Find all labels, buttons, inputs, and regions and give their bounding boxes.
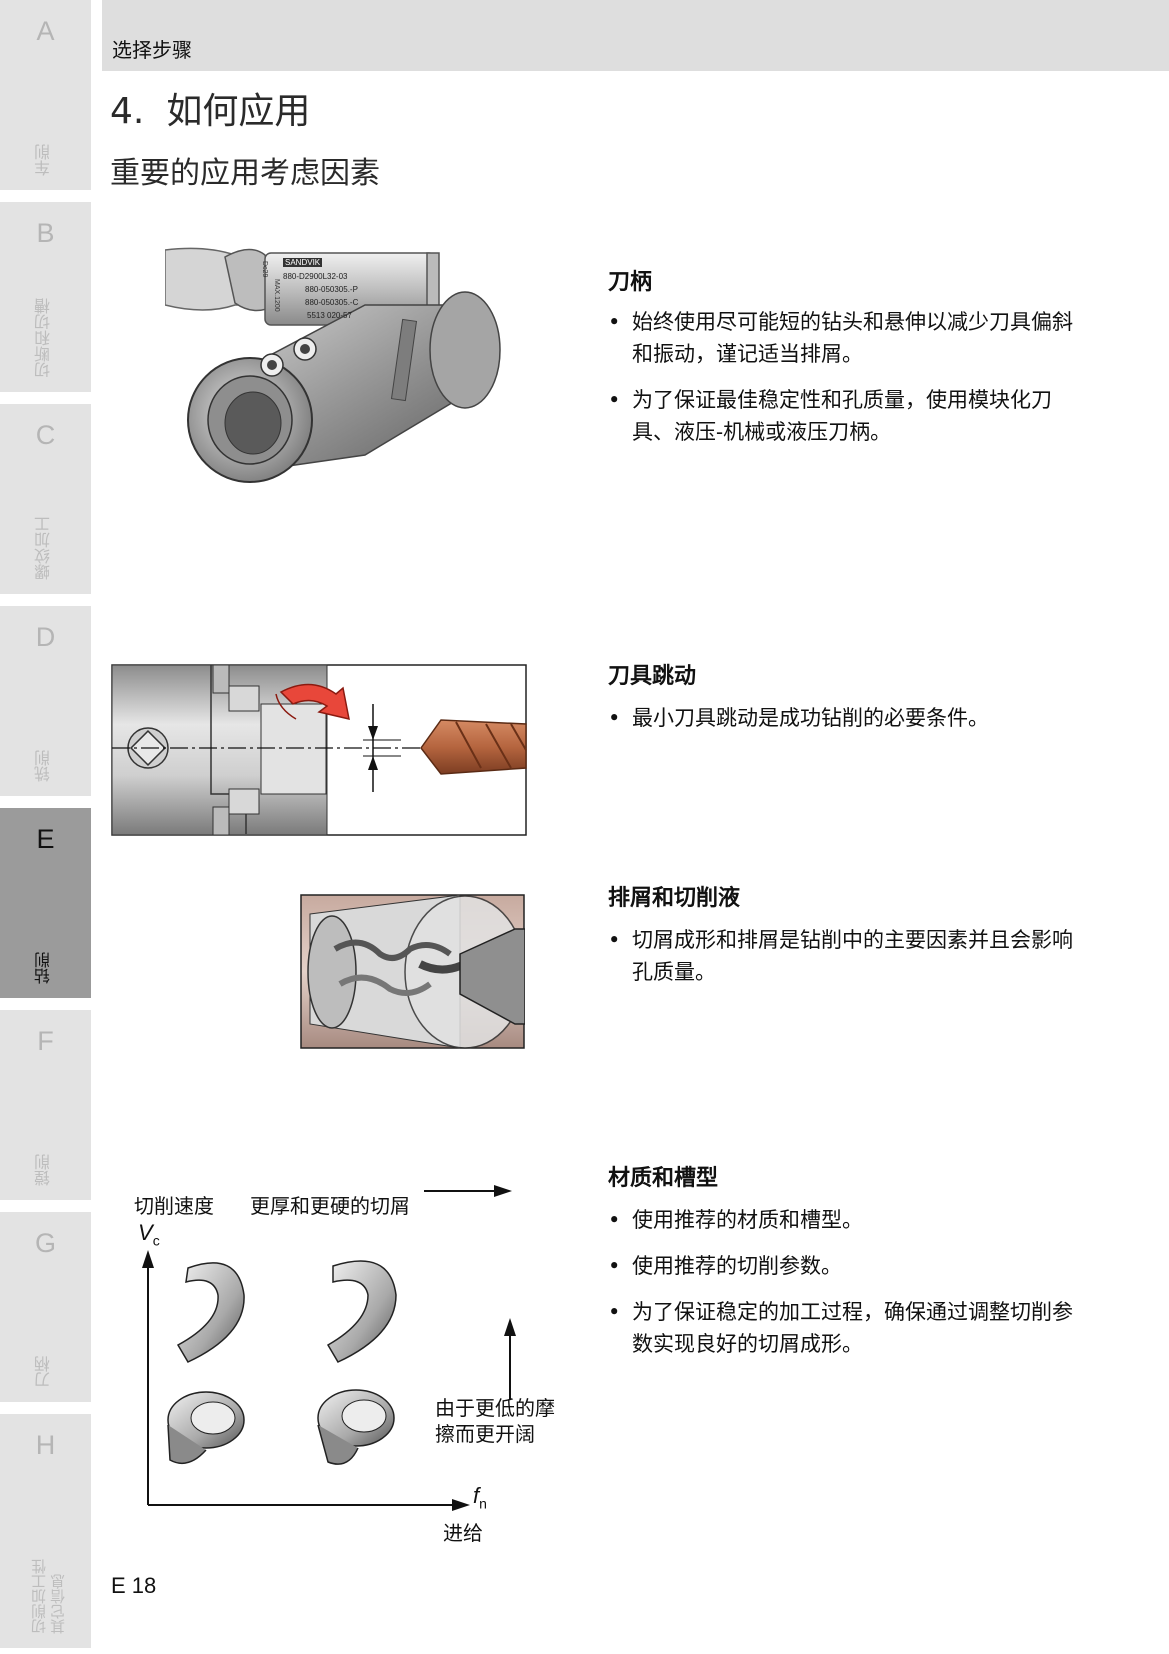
- label-cutting-speed: 切削速度: [134, 1194, 214, 1218]
- bullet-item: 切屑成形和排屑是钻削中的主要因素并且会影响孔质量。: [608, 924, 1078, 988]
- x-axis-symbol: fn: [473, 1483, 487, 1511]
- bullet-item: 使用推荐的材质和槽型。: [608, 1204, 1078, 1236]
- chapter-tab-letter: C: [35, 420, 56, 450]
- chapter-tab-a[interactable]: A 车削: [0, 0, 91, 196]
- chip-evacuation-illustration: [300, 894, 526, 1049]
- chapter-tab-name: 车削: [34, 144, 53, 176]
- chapter-tab-letter: A: [36, 16, 55, 46]
- section-number: 4.: [110, 91, 145, 132]
- bullet-item: 使用推荐的切削参数。: [608, 1250, 1078, 1282]
- chapter-tab-letter: G: [34, 1228, 56, 1258]
- page-number: E 18: [111, 1573, 157, 1598]
- shank-marking: 5513 020-57: [307, 311, 352, 320]
- brand-logo: SANDVIK: [283, 258, 323, 267]
- chip-evacuation-figure: [300, 894, 526, 1049]
- y-axis-label: V: [138, 1220, 153, 1245]
- chapter-tab-letter: F: [37, 1026, 54, 1056]
- runout-illustration: [111, 664, 527, 836]
- chip-shape-4: [317, 1389, 395, 1465]
- shank-marking: 880-D2900L32-03: [283, 272, 348, 281]
- block-heading-grade-geometry: 材质和槽型: [608, 1166, 719, 1191]
- bullet-list-chip-evacuation: 切屑成形和排屑是钻削中的主要因素并且会影响孔质量。: [608, 924, 1078, 1002]
- shank-marking: 880-050305.-P: [305, 285, 358, 294]
- bullet-item: 为了保证稳定的加工过程，确保通过调整切削参数实现良好的切屑成形。: [608, 1296, 1078, 1360]
- runout-figure: [111, 664, 527, 836]
- bullet-item: 最小刀具跳动是成功钻削的必要条件。: [608, 702, 1078, 734]
- tool-holder-illustration: [164, 247, 501, 483]
- chapter-tab-letter: B: [36, 218, 55, 248]
- chapter-tab-name: 螺纹加工: [34, 516, 53, 580]
- chapter-tab-h[interactable]: H 切削加工性 其它信息: [0, 1414, 91, 1654]
- chapter-tab-name: 钻削: [34, 952, 53, 984]
- chapter-tab-name: 刀柄: [34, 1356, 53, 1388]
- chapter-tab-letter: E: [36, 824, 55, 854]
- x-axis-subscript: n: [479, 1495, 487, 1512]
- chapter-tab-f[interactable]: F 镗削: [0, 1010, 91, 1206]
- chapter-tab-letter: H: [35, 1430, 56, 1460]
- chapter-tab-g[interactable]: G 刀柄: [0, 1212, 91, 1408]
- y-axis-subscript: c: [152, 1232, 160, 1249]
- section-title-text: 如何应用: [166, 91, 311, 132]
- label-lower-friction: 由于更低的摩擦而更开阔: [435, 1396, 555, 1446]
- shank-side-marking: MAX.1200: [273, 279, 280, 312]
- chapter-tab-e[interactable]: E 钻削: [0, 808, 91, 1004]
- bullet-item: 始终使用尽可能短的钻头和悬伸以减少刀具偏斜和振动，谨记适当排屑。: [608, 306, 1078, 370]
- chapter-tab-b[interactable]: B 切断和切槽: [0, 202, 91, 398]
- bullet-list-grade-geometry: 使用推荐的材质和槽型。 使用推荐的切削参数。 为了保证稳定的加工过程，确保通过调…: [608, 1204, 1078, 1374]
- chapter-tab-c[interactable]: C 螺纹加工: [0, 404, 91, 600]
- bullet-list-runout: 最小刀具跳动是成功钻削的必要条件。: [608, 702, 1078, 748]
- label-thicker-harder-chips: 更厚和更硬的切屑: [250, 1194, 410, 1218]
- chip-shape-1: [176, 1262, 245, 1363]
- y-axis-symbol: Vc: [138, 1220, 160, 1248]
- tool-holder-figure: SANDVIK 880-D2900L32-03 880-050305.-P 88…: [164, 245, 505, 515]
- chapter-tab-name: 切削加工性 其它信息: [30, 1559, 67, 1634]
- chapter-tab-name: 铣削: [34, 750, 53, 782]
- chapter-tab-d[interactable]: D 铣削: [0, 606, 91, 802]
- shank-marking: 880-050305.-C: [305, 298, 359, 307]
- section-title: 4. 如何应用: [110, 82, 310, 134]
- block-heading-runout: 刀具跳动: [608, 664, 697, 689]
- x-axis-label: f: [473, 1483, 480, 1508]
- chip-shape-3: [167, 1391, 245, 1465]
- chip-shape-2: [326, 1260, 397, 1363]
- shank-side-marking: Dc29: [261, 261, 268, 278]
- label-feed: 进给: [443, 1521, 483, 1545]
- block-heading-holder: 刀柄: [608, 270, 653, 295]
- chapter-tab-letter: D: [35, 622, 56, 652]
- bullet-list-holder: 始终使用尽可能短的钻头和悬伸以减少刀具偏斜和振动，谨记适当排屑。 为了保证最佳稳…: [608, 306, 1078, 462]
- block-heading-chip-evacuation: 排屑和切削液: [608, 886, 741, 911]
- header-text: 选择步骤: [112, 38, 192, 62]
- chapter-tab-name: 切断和切槽: [34, 298, 53, 378]
- header-band: 选择步骤: [102, 0, 1169, 71]
- chapter-side-tabs: A 车削 B 切断和切槽 C 螺纹加工 D 铣削 E 钻削 F 镗削 G 刀柄 …: [0, 0, 91, 1654]
- chapter-tab-name: 镗削: [34, 1154, 53, 1186]
- bullet-item: 为了保证最佳稳定性和孔质量，使用模块化刀具、液压-机械或液压刀柄。: [608, 384, 1078, 448]
- section-subtitle: 重要的应用考虑因素: [110, 156, 380, 191]
- chip-formation-graphic: [142, 1185, 516, 1511]
- chip-formation-diagram: 切削速度 更厚和更硬的切屑 Vc fn 进给 由于更低的摩擦而更开阔: [128, 1150, 578, 1550]
